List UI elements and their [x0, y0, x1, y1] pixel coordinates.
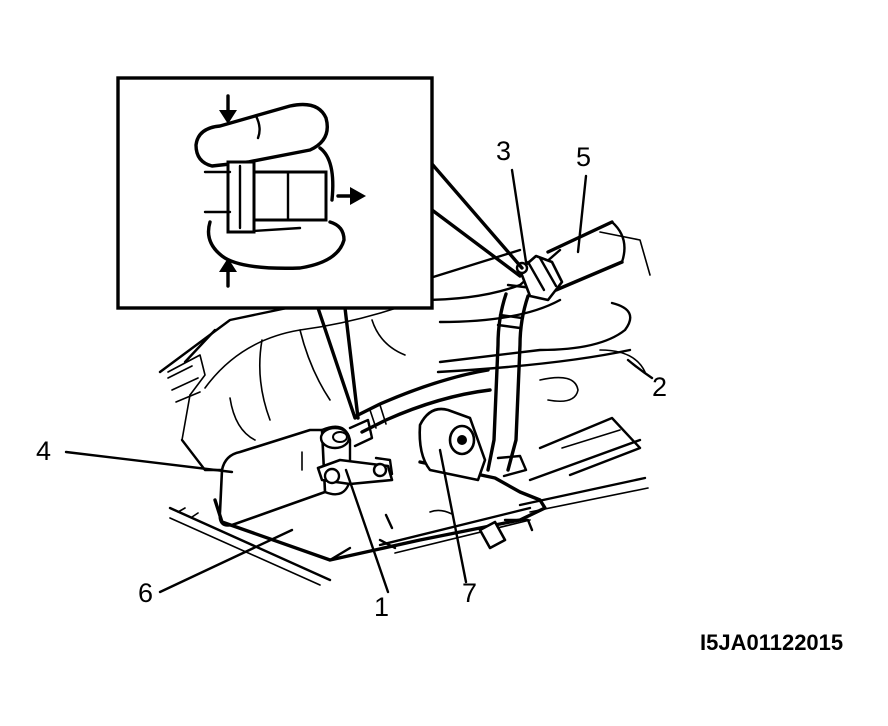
callout-2: 2 — [652, 372, 667, 402]
pipe-vertical — [486, 283, 534, 472]
callout-1: 1 — [374, 592, 389, 622]
callout-7: 7 — [462, 578, 477, 608]
callout-6: 6 — [138, 578, 153, 608]
figure-code: I5JA01122015 — [700, 630, 843, 655]
detail-inset — [116, 76, 524, 420]
bracket-6 — [213, 460, 547, 562]
vehicle-underbody — [158, 231, 651, 586]
connector-right — [478, 518, 534, 550]
callout-5: 5 — [576, 142, 591, 172]
callout-4: 4 — [36, 436, 51, 466]
hose — [354, 368, 492, 434]
clamp-1 — [316, 456, 394, 486]
callout-3: 3 — [496, 136, 511, 166]
unit-7 — [418, 407, 528, 515]
leader-lines — [64, 168, 654, 594]
quick-connector-3 — [515, 254, 564, 302]
